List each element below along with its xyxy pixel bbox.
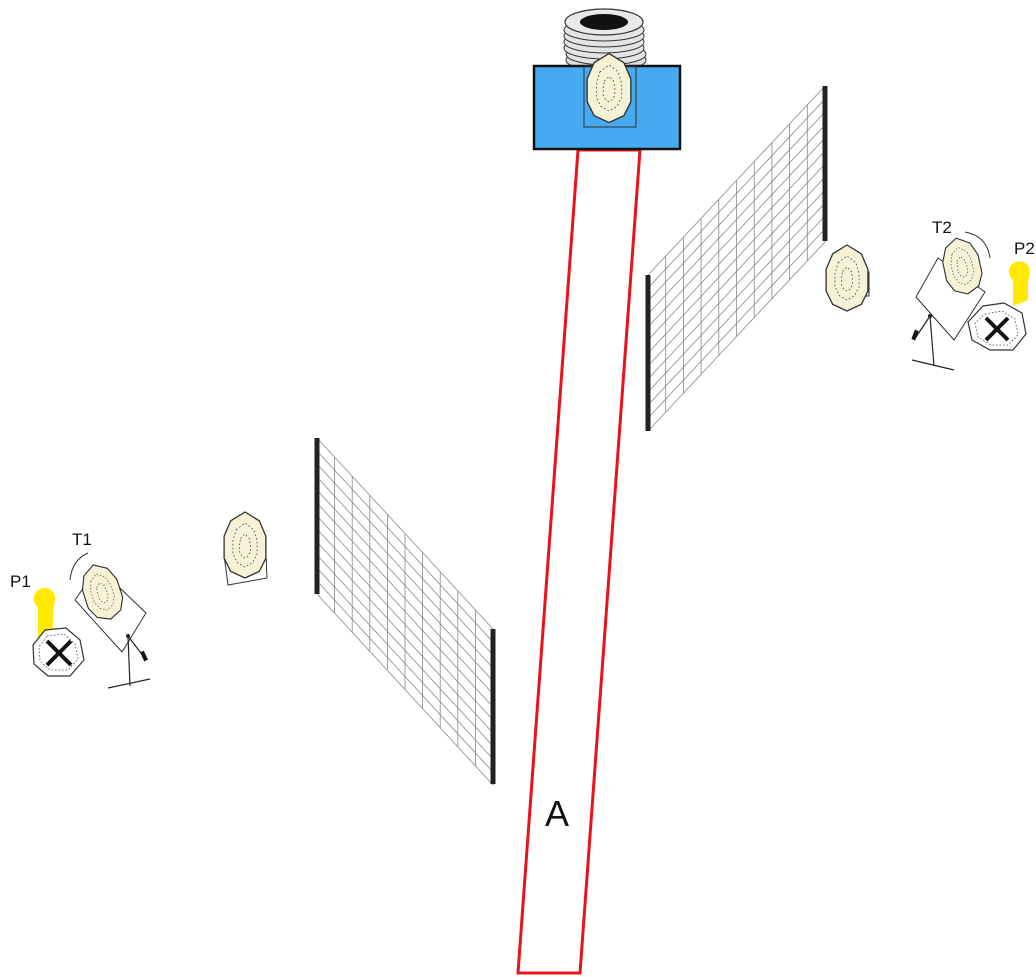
- tire-stack: [563, 8, 647, 72]
- paper-target-box: [586, 52, 632, 124]
- label-area-a: A: [545, 793, 569, 834]
- label-p2: P2: [1014, 239, 1035, 258]
- popper-p2: [967, 261, 1030, 351]
- swinger-target-t2: [911, 231, 991, 371]
- mesh-wall-right: [645, 85, 828, 432]
- mesh-wall-left: [314, 437, 496, 786]
- fault-line-a: [516, 148, 642, 975]
- label-t1: T1: [72, 530, 92, 549]
- popper-p1: [32, 587, 85, 677]
- paper-target-left: [223, 511, 268, 586]
- paper-target-right: [825, 244, 870, 312]
- swinger-target-t1: [69, 552, 151, 689]
- label-p1: P1: [10, 572, 31, 591]
- label-t2: T2: [932, 218, 952, 237]
